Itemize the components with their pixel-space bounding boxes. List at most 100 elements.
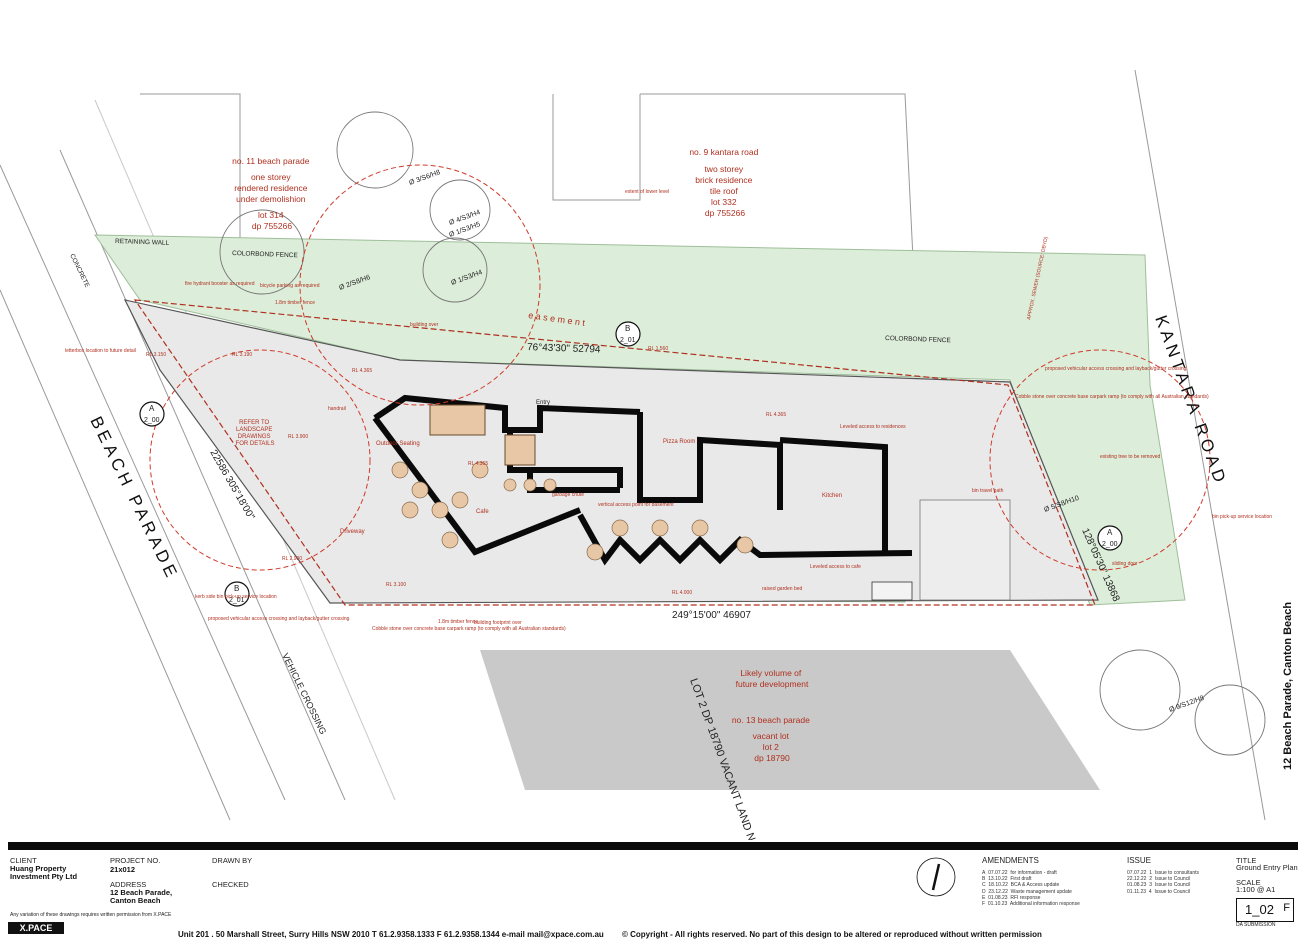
scale-value: 1:100 @ A1 [1236, 885, 1276, 894]
checked-label: CHECKED [212, 880, 249, 889]
svg-text:bicycle parking as required: bicycle parking as required [260, 283, 320, 289]
svg-text:Leveled access to residences: Leveled access to residences [840, 424, 906, 430]
svg-text:RL 3.190: RL 3.190 [232, 352, 252, 358]
issue-row: 01.08.23 3 Issue to Council [1127, 882, 1191, 889]
vehicle-crossing-label: VEHICLE CROSSING [280, 651, 328, 735]
cafe-label: Cafe [476, 509, 489, 515]
beach-parade-label: BEACH PARADE [86, 413, 182, 583]
driveway-label: Driveway [340, 529, 365, 535]
amendment-row: C 18.10.22 BCA & Access update [982, 882, 1060, 889]
no13-description: no. 13 beach parade vacant lot lot 2 dp … [732, 715, 812, 763]
address-line-2: Canton Beach [110, 896, 161, 905]
svg-text:fire hydrant booster as requir: fire hydrant booster as required [185, 281, 255, 287]
svg-text:vertical access point for base: vertical access point for basement [598, 502, 674, 508]
svg-text:RL 3.150: RL 3.150 [146, 352, 166, 358]
marker-a-left-sheet: 2_00 [144, 417, 160, 424]
bearing-top: 76°43'30" 52794 [527, 342, 601, 356]
client-label: CLIENT [10, 856, 37, 865]
colorbond-fence-top: COLORBOND FENCE [232, 250, 299, 259]
project-no-label: PROJECT NO. [110, 856, 161, 865]
svg-text:garbage chute: garbage chute [552, 492, 584, 498]
issue-row: 07.07.22 1 Issue to consultants [1127, 870, 1200, 876]
entry-label: Entry [536, 400, 550, 406]
amendment-row: F 01.10.23 Additional information respon… [982, 901, 1080, 908]
no9-description: no. 9 kantara road two storey brick resi… [689, 147, 760, 218]
svg-text:RL 3.900: RL 3.900 [288, 434, 308, 440]
amendment-row: B 13.10.22 First draft [982, 876, 1032, 883]
scale-label: SCALE [1236, 878, 1261, 887]
pizza-room-label: Pizza Room [663, 439, 695, 445]
svg-text:building over: building over [410, 322, 439, 328]
accessible-parking [919, 499, 1011, 601]
marker-a-left-letter: A [149, 404, 155, 413]
svg-text:extent of lower level: extent of lower level [625, 189, 669, 195]
address-line-1: 12 Beach Parade, [110, 888, 173, 897]
svg-text:1.8m timber fence: 1.8m timber fence [438, 619, 478, 625]
site-plan-drawing: B 2_01 A 2_00 A 2_00 B 2_01 no. 11 beach… [0, 69, 1272, 840]
tree-label: Ø 9/S12/H8 [1168, 695, 1205, 714]
drawn-by-label: DRAWN BY [212, 856, 253, 865]
colorbond-fence-right: COLORBOND FENCE [885, 335, 952, 344]
amendments-label: AMENDMENTS [982, 856, 1039, 865]
svg-text:Cobble stone over concrete bas: Cobble stone over concrete base carpark … [372, 626, 566, 632]
amendment-row: A 07.07.22 for information - draft [982, 870, 1057, 876]
marker-b-bottom-letter: B [234, 584, 239, 593]
future-development [480, 650, 1100, 790]
side-project-address: 12 Beach Parade, Canton Beach [1282, 601, 1294, 770]
address-label: ADDRESS [110, 880, 147, 889]
svg-text:existing tree to be removed: existing tree to be removed [1100, 454, 1161, 460]
svg-text:1.8m timber fence: 1.8m timber fence [275, 300, 315, 306]
svg-text:Cobble stone over concrete bas: Cobble stone over concrete base carpark … [1015, 394, 1209, 400]
marker-a-right-sheet: 2_00 [1102, 541, 1118, 548]
svg-text:RL 4.000: RL 4.000 [672, 590, 692, 596]
svg-text:RL 2.900: RL 2.900 [282, 556, 302, 562]
refer-landscape-label: REFER TO LANDSCAPE DRAWINGS FOR DETAILS [236, 420, 275, 447]
svg-text:bin pick-up service location: bin pick-up service location [1212, 514, 1272, 520]
marker-a-right-letter: A [1107, 528, 1113, 537]
outdoor-seating-label: Outdoor Seating [376, 441, 420, 447]
future-development-label: Likely volume of future development [736, 668, 809, 689]
kantara-road-label: KANTARA ROAD [1151, 313, 1230, 489]
office-address: Unit 201 . 50 Marshall Street, Surry Hil… [178, 930, 604, 939]
reduced-levels: RL 4.365 RL 4.365 RL 4.365 RL 3.100 RL 3… [146, 346, 786, 596]
cafe-tables [391, 461, 754, 561]
marker-b-top-letter: B [625, 324, 630, 333]
sheet-number-box: 1_02 F [1236, 898, 1294, 922]
svg-text:RL 4.365: RL 4.365 [352, 368, 372, 374]
bearing-bottom: 249°15'00" 46907 [672, 610, 751, 621]
site-paving [123, 299, 1099, 604]
north-arrow-icon [916, 857, 956, 897]
sheet-number: 1_02 [1245, 902, 1274, 917]
marker-b-bottom-sheet: 2_01 [229, 597, 245, 604]
svg-text:handrail: handrail [328, 406, 346, 412]
tree-label: Ø 3/S6/H8 [408, 169, 441, 187]
status: DA SUBMISSION [1236, 922, 1276, 928]
issue-row: 22.12.22 2 Issue to Council [1127, 876, 1191, 883]
issue-label: ISSUE [1127, 856, 1152, 865]
marker-b-top-sheet: 2_01 [620, 337, 636, 344]
svg-text:raised garden bed: raised garden bed [762, 586, 803, 592]
bar-counter [429, 404, 486, 436]
title-block-bar [8, 842, 1298, 850]
svg-text:kerb side bin pick-up service: kerb side bin pick-up service location [195, 594, 277, 600]
amendment-row: D 23.12.22 Waste management update [982, 888, 1072, 895]
amendment-row: E 01.08.23 RFI response [982, 894, 1041, 901]
copyright-notice: © Copyright - All rights reserved. No pa… [622, 930, 1042, 939]
trees [219, 111, 1266, 756]
xpace-logo: X.PACE [8, 922, 64, 934]
svg-text:RL 3.100: RL 3.100 [386, 582, 406, 588]
kitchen-counter [504, 434, 536, 466]
bin-enclosure [871, 581, 913, 601]
section-markers [139, 321, 1123, 607]
svg-text:RL 1.560: RL 1.560 [648, 346, 668, 352]
svg-text:bin travel path: bin travel path [972, 488, 1004, 494]
issue-row: 01.11.23 4 Issue to Council [1127, 888, 1191, 895]
kitchen-label: Kitchen [822, 493, 842, 499]
svg-text:building footprint over: building footprint over [474, 620, 522, 626]
title-block: CLIENT Huang Property Investment Pty Ltd… [0, 842, 1308, 946]
retaining-wall-label: RETAINING WALL [115, 238, 170, 247]
svg-text:proposed vehicular access cros: proposed vehicular access crossing and l… [208, 616, 350, 622]
project-no: 21x012 [110, 865, 136, 874]
issue-table: 07.07.22 1 Issue to consultants 22.12.22… [1127, 870, 1199, 895]
no11-description: no. 11 beach parade one storey rendered … [232, 156, 312, 231]
